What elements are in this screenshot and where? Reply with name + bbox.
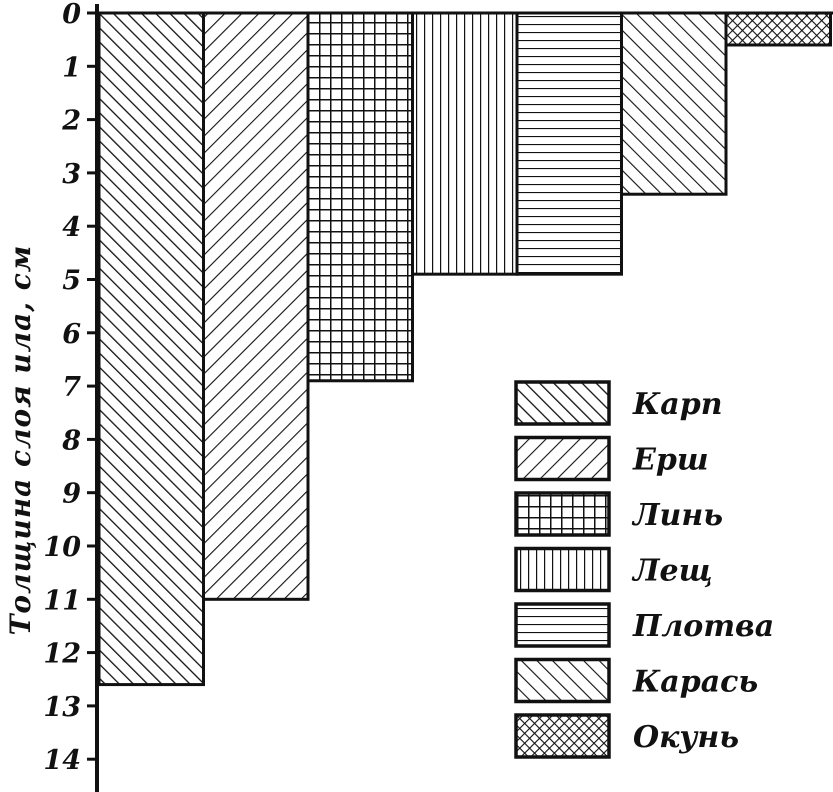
legend-swatch-5	[514, 657, 611, 704]
y-tick-label: 6	[62, 319, 81, 350]
legend-swatch-4	[514, 602, 611, 648]
legend-label-1: Ерш	[632, 443, 709, 478]
y-tick-label: 5	[62, 266, 81, 297]
y-tick-label: 3	[62, 159, 81, 190]
y-tick-label: 7	[62, 372, 81, 403]
bar-0	[97, 11, 205, 687]
bars-layer	[97, 11, 832, 687]
bar-3	[411, 11, 519, 276]
y-tick-label: 12	[43, 639, 81, 670]
legend-swatch-3	[514, 546, 611, 593]
bar-6	[724, 11, 832, 47]
legend-swatch-2	[514, 491, 611, 537]
bar-1	[202, 11, 310, 601]
y-tick-label: 1	[62, 52, 81, 83]
y-tick-label: 13	[43, 692, 81, 723]
y-axis-label: Толщина слоя ила, см	[4, 245, 37, 636]
legend-swatch-0	[514, 380, 611, 426]
legend-label-6: Окунь	[633, 720, 739, 755]
legend-label-5: Карась	[632, 665, 758, 700]
bar-4	[515, 11, 623, 276]
y-tick-label: 9	[62, 479, 81, 510]
y-tick-label: 2	[61, 106, 81, 137]
y-tick-label: 4	[62, 212, 81, 243]
y-tick-label: 10	[43, 532, 81, 563]
legend-swatch-6	[514, 713, 611, 759]
legend-label-0: Карп	[632, 387, 723, 422]
y-tick-label: 0	[62, 0, 81, 30]
y-tick-label: 8	[61, 425, 81, 456]
bar-2	[306, 11, 414, 383]
legend-swatch-1	[514, 435, 611, 482]
bar-5	[620, 11, 728, 196]
y-tick-label: 14	[43, 745, 81, 776]
legend-label-4: Плотва	[632, 609, 774, 644]
legend-label-3: Лещ	[631, 554, 713, 589]
legend-label-2: Линь	[631, 498, 723, 533]
y-tick-label: 11	[43, 585, 81, 616]
